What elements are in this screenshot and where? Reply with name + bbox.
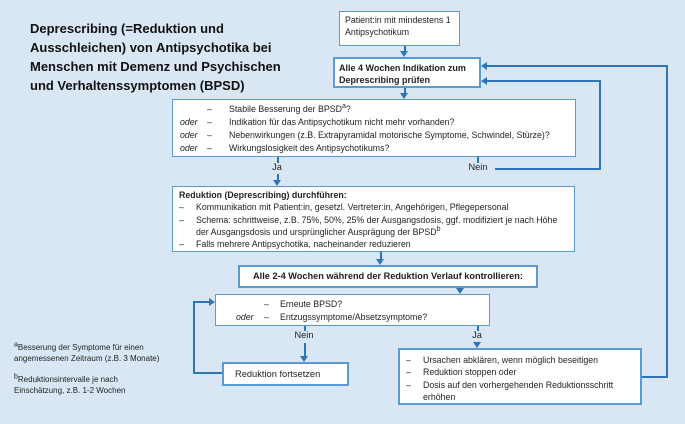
dash-marker: – [207,117,212,127]
connector-line [404,88,406,94]
relapse-text: Entzugssymptome/Absetzsymptome? [280,312,428,322]
bullet-text: Dosis auf den vorhergehenden Reduktionss… [423,379,614,402]
criteria-text: Wirkungslosigkeit des Antipsychotikums? [229,143,390,153]
criteria-text: Nebenwirkungen (z.B. Extrapyramidal moto… [229,130,550,140]
action-box: – Ursachen abklären, wenn möglich beseit… [398,348,642,405]
title-line: Ausschleichen) von Antipsychotika bei [30,40,272,55]
criteria-row: oder – Nebenwirkungen (z.B. Extrapyramid… [173,129,575,142]
connector-line [477,157,479,163]
bullet-text: Falls mehrere Antipsychotika, nacheinand… [196,239,411,250]
connector-line [277,174,279,180]
criteria-row: oder – Wirkungslosigkeit des Antipsychot… [173,142,575,155]
arrow-down-icon [473,342,481,348]
connector-line [277,157,279,163]
bullet-text: Ursachen abklären, wenn möglich beseitig… [423,355,599,365]
arrow-down-icon [300,356,308,362]
connector-line [193,301,209,303]
title-line: Menschen mit Demenz und Psychischen [30,59,281,74]
criteria-row: – Stabile Besserung der BPSDa? [173,103,575,116]
connector-line [477,326,479,331]
dash-marker: – [264,299,269,309]
oder-label [216,298,264,311]
action-bullet: – Reduktion stoppen oder [406,366,634,378]
dash-marker: – [179,239,184,250]
monitor-box: Alle 2-4 Wochen während der Reduktion Ve… [238,265,538,288]
connector-line [380,252,382,260]
footnote-a: aBesserung der Symptome für einen angeme… [14,341,166,364]
label-nein-1: Nein [468,162,488,172]
arrow-down-icon [376,259,384,265]
relapse-row: – Erneute BPSD? [216,298,489,311]
title-line: und Verhaltenssymptomen (BPSD) [30,78,245,93]
criteria-box: – Stabile Besserung der BPSDa? oder – In… [172,99,576,157]
arrow-down-icon [456,288,464,294]
footnote-a-marker: a [14,341,18,349]
dash-marker: – [207,143,212,153]
footnote-b: bReduktionsintervalle je nach Einschätzu… [14,373,166,396]
label-ja-2: Ja [472,330,482,340]
connector-line [642,376,668,378]
label-nein-2: Nein [294,330,314,340]
check-interval-box: Alle 4 Wochen Indikation zum Deprescribi… [333,57,481,88]
dash-marker: – [179,202,184,213]
reduction-bullet: – Schema: schrittweise, z.B. 75%, 50%, 2… [179,214,568,239]
connector-line [599,80,601,170]
reduction-box: Reduktion (Deprescribing) durchführen: –… [172,186,575,252]
bullet-text: Schema: schrittweise, z.B. 75%, 50%, 25%… [196,214,558,237]
label-ja-1: Ja [272,162,282,172]
criteria-text: Indikation für das Antipsychotikum nicht… [229,117,455,127]
oder-label: oder [180,130,198,140]
bullet-text: Reduktion stoppen oder [423,367,517,378]
footnote-a-text: Besserung der Symptome für einen angemes… [14,343,160,363]
action-bullet: – Dosis auf den vorhergehenden Reduktion… [406,379,634,404]
footnote-ref-a: a [341,103,346,111]
dash-marker: – [207,130,212,140]
connector-line [495,168,601,170]
oder-label: oder [180,117,198,127]
reduction-heading: Reduktion (Deprescribing) durchführen: [179,190,347,200]
connector-line [487,65,668,67]
relapse-row: oder – Entzugssymptome/Absetzsymptome? [216,311,489,324]
arrow-down-icon [400,51,408,57]
patient-box: Patient:in mit mindestens 1 Antipsychoti… [339,11,460,46]
oder-label: oder [236,312,254,322]
diagram-title: Deprescribing (=Reduktion und Ausschleic… [30,19,310,95]
connector-line [404,46,406,52]
connector-line [666,65,668,378]
dash-marker: – [406,355,411,365]
connector-line [487,80,601,82]
connector-line [193,372,222,374]
arrow-left-icon [481,62,487,70]
oder-label [173,103,207,116]
arrow-down-icon [400,93,408,99]
dash-marker: – [179,214,184,225]
title-line: Deprescribing (=Reduktion und [30,21,224,36]
dash-marker: – [406,379,411,390]
connector-line [193,301,195,374]
oder-label: oder [180,143,198,153]
relapse-box: – Erneute BPSD? oder – Entzugssymptome/A… [215,294,490,326]
dash-marker: – [406,367,411,378]
footnote-b-marker: b [14,373,18,381]
dash-marker: – [207,104,212,114]
continue-box: Reduktion fortsetzen [222,362,349,386]
reduction-bullet: – Falls mehrere Antipsychotika, nacheina… [179,238,568,250]
footnote-ref-b: b [436,225,441,233]
connector-line [304,326,306,331]
reduction-bullet: – Kommunikation mit Patient:in, gesetzl.… [179,201,568,213]
arrow-right-icon [209,298,215,306]
criteria-row: oder – Indikation für das Antipsychotiku… [173,116,575,129]
arrow-down-icon [273,180,281,186]
dash-marker: – [264,312,269,322]
criteria-text: Stabile Besserung der BPSDa? [229,103,351,114]
action-bullet: – Ursachen abklären, wenn möglich beseit… [406,354,634,366]
arrow-left-icon [481,77,487,85]
connector-line [304,343,306,356]
footnote-b-text: Reduktionsintervalle je nach Einschätzun… [14,375,126,395]
bullet-text: Kommunikation mit Patient:in, gesetzl. V… [196,202,509,213]
relapse-text: Erneute BPSD? [280,299,343,309]
